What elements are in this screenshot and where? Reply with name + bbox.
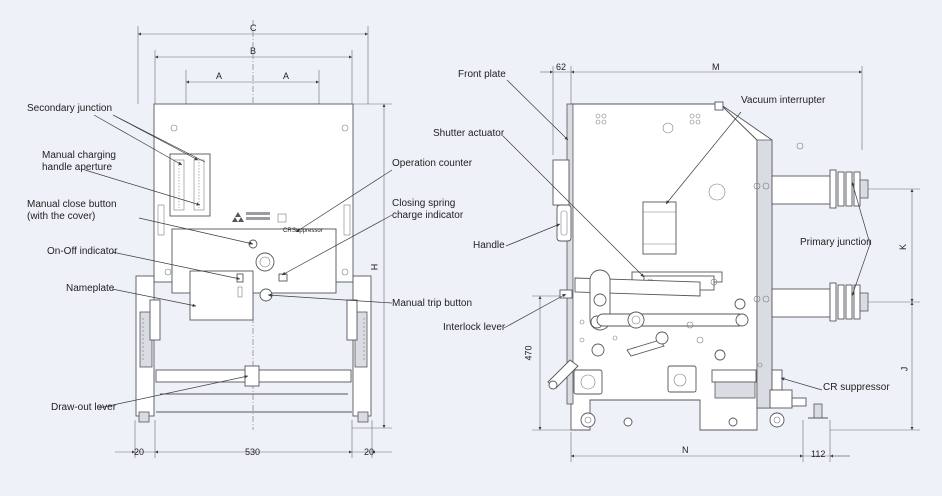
- dim-b: B: [250, 46, 257, 56]
- label-manual-close-line1: Manual close button: [27, 199, 117, 210]
- dim-62: 62: [556, 62, 567, 72]
- label-nameplate: Nameplate: [66, 283, 115, 294]
- side-leaders: [502, 79, 871, 391]
- dim-20-left: 20: [134, 447, 145, 457]
- dim-112: 112: [811, 449, 826, 459]
- dim-a-left: A: [216, 71, 223, 81]
- label-front-plate: Front plate: [458, 69, 506, 80]
- dim-530: 530: [245, 447, 261, 457]
- plate-suppressor-text: Suppressor: [292, 228, 323, 234]
- label-operation-counter: Operation counter: [392, 158, 473, 169]
- label-secondary-junction: Secondary junction: [27, 103, 113, 114]
- label-manual-close-line2: (with the cover): [27, 211, 96, 222]
- label-closing-spring-line2: charge indicator: [392, 210, 464, 221]
- dim-h: H: [369, 263, 380, 271]
- label-vacuum-interrupter: Vacuum interrupter: [741, 95, 826, 106]
- front-view: [115, 20, 392, 458]
- dim-j: J: [899, 366, 910, 372]
- dim-c: C: [250, 23, 257, 33]
- label-shutter-actuator: Shutter actuator: [433, 128, 505, 139]
- label-handle: Handle: [473, 240, 505, 251]
- label-manual-trip-button: Manual trip button: [392, 298, 473, 309]
- front-leaders: [84, 114, 393, 409]
- dim-m: M: [712, 62, 720, 72]
- plate-cr-text: CR: [283, 228, 292, 234]
- label-interlock-lever: Interlock lever: [443, 322, 506, 333]
- label-manual-charging-line2: handle aperture: [42, 162, 113, 173]
- dim-k: K: [898, 243, 909, 251]
- label-on-off-indicator: On-Off indicator: [47, 246, 118, 257]
- label-cr-suppressor: CR suppressor: [823, 382, 890, 393]
- label-primary-junction: Primary junction: [800, 237, 872, 248]
- dim-n: N: [682, 445, 689, 455]
- label-draw-out-lever: Draw-out lever: [51, 402, 117, 413]
- label-manual-charging-line1: Manual charging: [42, 150, 116, 161]
- mitsubishi-logo: [232, 212, 270, 222]
- dim-20-right: 20: [364, 447, 375, 457]
- label-closing-spring-line1: Closing spring: [392, 198, 456, 209]
- dim-a-right: A: [283, 71, 290, 81]
- side-view: [532, 66, 920, 462]
- dim-470: 470: [523, 345, 534, 361]
